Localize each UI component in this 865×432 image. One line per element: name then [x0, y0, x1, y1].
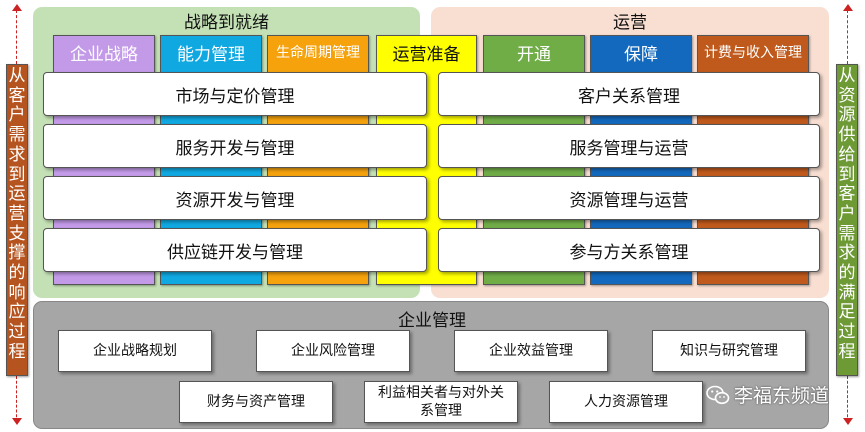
column-label: 保障 — [624, 45, 658, 65]
mgmt-box-knowledge-research: 知识与研究管理 — [652, 330, 806, 372]
right-process-label: 从资源供给到客户需求的满足过程 — [838, 66, 856, 362]
column-label: 计费与收入管理 — [704, 45, 802, 61]
mgmt-box-strategic-planning: 企业战略规划 — [58, 330, 212, 372]
left-arrow-line — [16, 10, 17, 64]
mgmt-box-effectiveness-management: 企业效益管理 — [454, 330, 608, 372]
column-label: 企业战略 — [70, 45, 138, 65]
strategy-row-market-pricing: 市场与定价管理 — [43, 72, 427, 116]
row-label: 服务管理与运营 — [569, 138, 689, 159]
column-label: 生命周期管理 — [276, 45, 360, 61]
left-arrow-head-top — [12, 4, 22, 11]
right-arrow-line-lower — [847, 376, 848, 422]
left-arrow-head-bottom — [12, 418, 22, 425]
operations-row-party-relationship: 参与方关系管理 — [438, 228, 820, 272]
strategy-row-service-development: 服务开发与管理 — [43, 124, 427, 168]
mgmt-box-human-resources: 人力资源管理 — [549, 381, 703, 423]
mgmt-box-label: 企业风险管理 — [291, 343, 375, 359]
strategy-row-supply-chain: 供应链开发与管理 — [43, 228, 427, 272]
strategy-panel-title: 战略到就绪 — [184, 13, 269, 33]
watermark: 李福东频道 — [706, 381, 829, 408]
right-arrow-line — [847, 10, 848, 64]
enterprise-management-title: 企业管理 — [398, 311, 466, 331]
row-label: 供应链开发与管理 — [167, 242, 303, 263]
mgmt-box-label: 企业效益管理 — [489, 343, 573, 359]
operations-row-customer-relationship: 客户关系管理 — [438, 72, 820, 116]
watermark-text: 李福东频道 — [734, 385, 830, 407]
right-process-bar: 从资源供给到客户需求的满足过程 — [836, 64, 858, 376]
column-label: 开通 — [517, 45, 551, 65]
right-arrow-head-bottom — [843, 418, 853, 425]
left-process-label: 从客户需求到运营支撑的响应过程 — [8, 66, 26, 362]
strategy-row-resource-development: 资源开发与管理 — [43, 176, 427, 220]
mgmt-box-label: 利益相关者与对外关系管理 — [378, 385, 504, 419]
operations-row-resource-management: 资源管理与运营 — [438, 176, 820, 220]
mgmt-box-label: 人力资源管理 — [584, 394, 668, 410]
column-label: 能力管理 — [177, 45, 245, 65]
left-arrow-line-lower — [16, 376, 17, 422]
mgmt-box-stakeholder-external-relations: 利益相关者与对外关系管理 — [364, 381, 518, 423]
row-label: 市场与定价管理 — [175, 86, 295, 107]
row-label: 资源管理与运营 — [569, 190, 689, 211]
row-label: 资源开发与管理 — [175, 190, 295, 211]
row-label: 参与方关系管理 — [569, 242, 689, 263]
wechat-icon — [706, 385, 730, 404]
mgmt-box-financial-asset: 财务与资产管理 — [179, 381, 333, 423]
column-label: 运营准备 — [392, 45, 461, 65]
mgmt-box-label: 知识与研究管理 — [680, 343, 778, 359]
operations-row-service-management: 服务管理与运营 — [438, 124, 820, 168]
right-arrow-head-top — [843, 4, 853, 11]
row-label: 服务开发与管理 — [175, 138, 295, 159]
row-label: 客户关系管理 — [578, 86, 680, 107]
mgmt-box-label: 财务与资产管理 — [207, 394, 305, 410]
mgmt-box-risk-management: 企业风险管理 — [256, 330, 410, 372]
left-process-bar: 从客户需求到运营支撑的响应过程 — [6, 64, 28, 376]
operations-panel-title: 运营 — [613, 13, 647, 33]
mgmt-box-label: 企业战略规划 — [93, 343, 177, 359]
